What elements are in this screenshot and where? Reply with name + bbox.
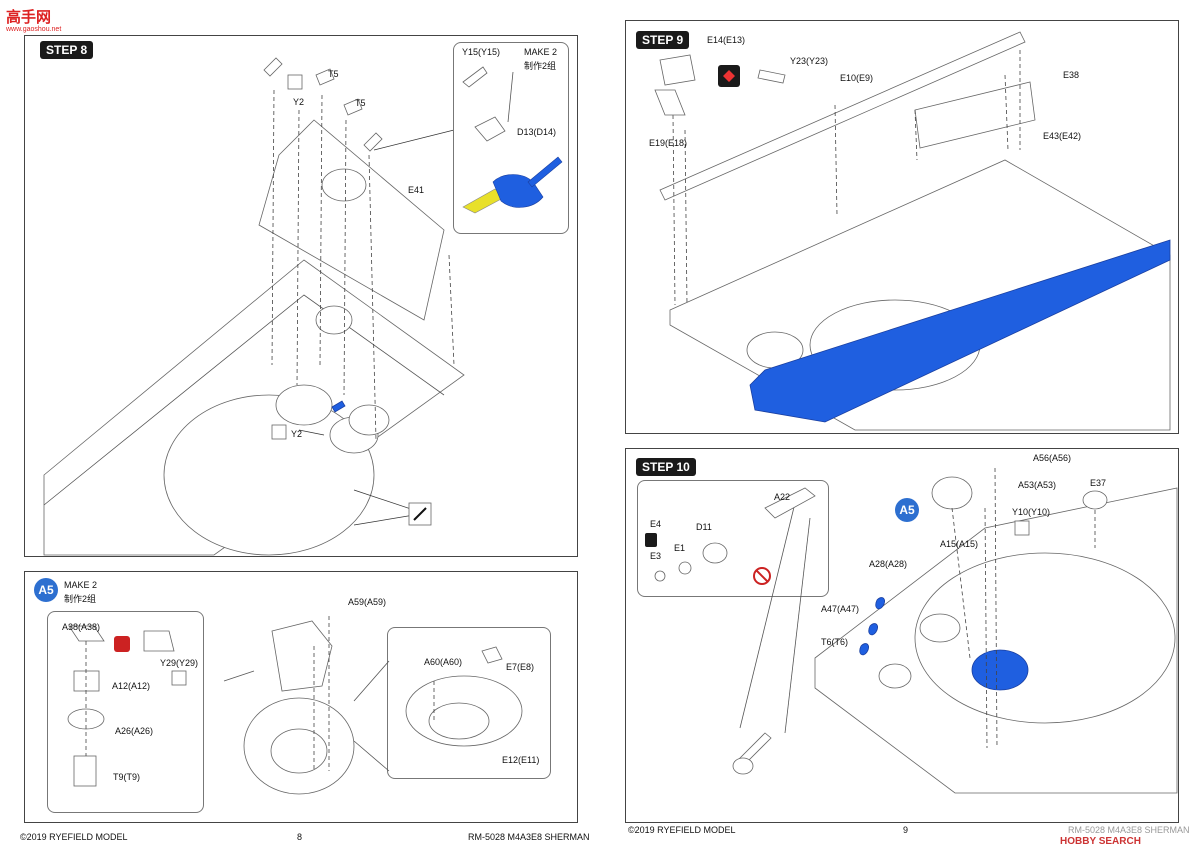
step10-a5-badge: A5 bbox=[895, 498, 919, 522]
step10-blue-part-2 bbox=[868, 623, 878, 636]
label-t5a: T5 bbox=[328, 69, 339, 79]
step9-drawing bbox=[654, 31, 1171, 431]
label-y15: Y15(Y15) bbox=[462, 47, 501, 57]
watermark-logo: 高手网 bbox=[6, 9, 52, 26]
label-e19: E19(E18) bbox=[649, 138, 688, 148]
label-e3: E3 bbox=[650, 551, 662, 561]
label-a56: A56(A56) bbox=[1033, 453, 1072, 463]
step9-tag: STEP 9 bbox=[636, 31, 690, 49]
label-e38: E38 bbox=[1063, 70, 1080, 80]
e41-plate bbox=[258, 119, 445, 321]
footer-right-copyright: ©2019 RYEFIELD MODEL bbox=[628, 825, 736, 835]
label-t9: T9(T9) bbox=[113, 772, 140, 782]
label-e41: E41 bbox=[408, 185, 425, 195]
label-a28: A28(A28) bbox=[869, 559, 908, 569]
label-e37: E37 bbox=[1090, 478, 1107, 488]
label-y29: Y29(Y29) bbox=[160, 658, 199, 668]
footer-right-page: 9 bbox=[903, 825, 909, 835]
hobby-search-stamp: HOBBY SEARCH bbox=[1060, 836, 1141, 847]
step8-tag: STEP 8 bbox=[40, 41, 94, 59]
label-a38: A38(A38) bbox=[62, 622, 101, 632]
label-e10: E10(E9) bbox=[840, 73, 874, 83]
label-t5b: T5 bbox=[355, 98, 366, 108]
label-a53: A53(A53) bbox=[1018, 480, 1057, 490]
step10-blue-part-3 bbox=[859, 643, 869, 656]
step10-blue-hatch bbox=[971, 649, 1029, 691]
turret-ring bbox=[163, 394, 375, 556]
footer-right-title: RM-5028 M4A3E8 SHERMAN bbox=[1068, 825, 1190, 835]
step8-blue-part bbox=[331, 400, 346, 413]
label-a15: A15(A15) bbox=[940, 539, 979, 549]
a5-make2-cn: 制作2组 bbox=[64, 594, 97, 604]
label-a22: A22 bbox=[774, 492, 791, 502]
label-d11: D11 bbox=[696, 522, 712, 532]
label-y23: Y23(Y23) bbox=[790, 56, 829, 66]
label-e7: E7(E8) bbox=[506, 662, 535, 672]
e10-rail bbox=[659, 31, 1026, 201]
label-e14: E14(E13) bbox=[707, 35, 746, 45]
label-e43: E43(E42) bbox=[1043, 131, 1082, 141]
label-e1: E1 bbox=[674, 543, 686, 553]
step8-inset-drawing bbox=[462, 66, 563, 214]
label-make2: MAKE 2 bbox=[524, 47, 558, 57]
step9-blue-fender bbox=[749, 239, 1171, 423]
step10-drawing bbox=[645, 467, 1178, 794]
step10-blue-part-1 bbox=[875, 597, 885, 610]
label-y2a: Y2 bbox=[293, 97, 305, 107]
label-e4: E4 bbox=[650, 519, 662, 529]
step8-drawing bbox=[43, 57, 465, 556]
label-a26: A26(A26) bbox=[115, 726, 154, 736]
footer-left-page: 8 bbox=[297, 832, 303, 842]
a5-drawing bbox=[67, 616, 523, 795]
footer-left-title: RM-5028 M4A3E8 SHERMAN bbox=[468, 832, 590, 842]
label-t6: T6(T6) bbox=[821, 637, 848, 647]
label-make2-cn: 制作2组 bbox=[524, 61, 557, 71]
label-y2b: Y2 bbox=[291, 429, 303, 439]
label-a60: A60(A60) bbox=[424, 657, 463, 667]
a5-badge: A5 bbox=[34, 578, 58, 602]
label-a12: A12(A12) bbox=[112, 681, 151, 691]
watermark-url: www.gaoshou.net bbox=[6, 26, 62, 33]
label-e12: E12(E11) bbox=[502, 755, 540, 765]
label-d13: D13(D14) bbox=[517, 127, 557, 137]
a5-make2: MAKE 2 bbox=[64, 580, 98, 590]
label-a47: A47(A47) bbox=[821, 604, 860, 614]
label-y10: Y10(Y10) bbox=[1012, 507, 1051, 517]
label-a59: A59(A59) bbox=[348, 597, 387, 607]
step10-tag: STEP 10 bbox=[636, 458, 696, 476]
footer-left-copyright: ©2019 RYEFIELD MODEL bbox=[20, 832, 128, 842]
